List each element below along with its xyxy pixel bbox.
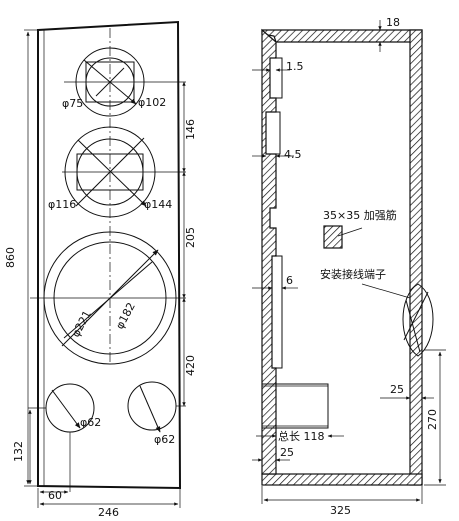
front-view: φ75 φ102 φ116 φ144 φ221 φ182 φ62 φ62 146… (4, 20, 197, 519)
back-wall (409, 29, 423, 486)
dim-860: 860 (4, 247, 17, 268)
label-port-left: φ62 (80, 416, 101, 429)
dim-terminal-height: 270 (426, 409, 439, 430)
label-woofer-outer: φ221 (69, 308, 94, 339)
dim-back-wall: 25 (280, 446, 294, 459)
dim-132: 132 (12, 441, 25, 462)
dim-top-wall: 18 (386, 16, 400, 29)
port-tube (261, 383, 329, 429)
front-baffle-section (261, 28, 277, 475)
dim-baffle-step2: 4.5 (284, 148, 302, 161)
dim-246: 246 (98, 506, 119, 519)
label-woofer-inner: φ182 (113, 300, 138, 331)
dim-depth: 325 (330, 504, 351, 517)
label-tweeter-hole: φ75 (62, 97, 83, 110)
dim-port-length: 总长 118 (278, 429, 325, 443)
label-mid-mount: φ144 (144, 198, 172, 211)
dim-146: 146 (184, 119, 197, 140)
dim-port-wall: 25 (390, 383, 404, 396)
port-right-cutout (127, 381, 186, 433)
label-port-right: φ62 (154, 433, 175, 446)
tweeter-cutout (64, 47, 186, 117)
section-view: 18 1.5 4.5 35×35 加强筋 6 安装接线端子 25 总长 118 … (252, 16, 446, 517)
label-brace: 35×35 加强筋 (323, 208, 397, 222)
label-terminal: 安装接线端子 (320, 267, 386, 281)
brace (323, 225, 343, 249)
label-mid-hole: φ116 (48, 198, 76, 211)
midrange-cutout (62, 126, 186, 218)
port-left-cutout (28, 383, 95, 492)
bottom-wall (261, 473, 423, 486)
dim-420: 420 (184, 355, 197, 376)
label-tweeter-mount: φ102 (138, 96, 166, 109)
top-wall (261, 29, 423, 43)
dim-205: 205 (184, 227, 197, 248)
terminal-plate (402, 283, 434, 357)
woofer-cutout (30, 231, 186, 365)
dim-baffle-step1: 1.5 (286, 60, 304, 73)
dim-baffle-step3: 6 (286, 274, 293, 287)
dim-60: 60 (48, 489, 62, 502)
